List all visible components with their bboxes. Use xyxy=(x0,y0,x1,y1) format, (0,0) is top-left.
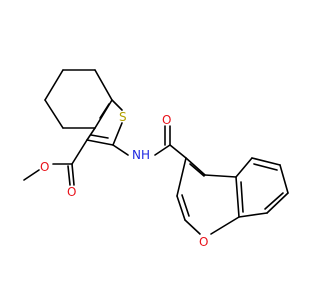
bond xyxy=(71,163,75,186)
atom-label-o-ester-carbonyl: O xyxy=(67,185,76,199)
atom-label-o-ring: O xyxy=(199,235,208,249)
molecule-structure-diagram: S O O NH O O xyxy=(23,69,289,249)
bond xyxy=(112,122,123,146)
bond xyxy=(71,139,88,165)
atom-labels: S O O NH O O xyxy=(40,110,208,249)
bond xyxy=(251,157,281,166)
bond xyxy=(235,157,253,178)
bond xyxy=(253,163,278,171)
bond xyxy=(90,134,109,139)
bond xyxy=(99,103,110,119)
bond xyxy=(169,144,187,159)
atom-label-nh: NH xyxy=(132,148,150,162)
bond xyxy=(266,192,289,214)
bond xyxy=(235,176,240,218)
bond xyxy=(210,216,240,235)
bond xyxy=(240,181,244,213)
bonds xyxy=(23,69,289,235)
bond xyxy=(279,164,289,194)
bond xyxy=(181,194,190,217)
bond xyxy=(176,157,187,197)
bond xyxy=(44,69,64,101)
bond xyxy=(185,157,206,176)
atom-label-s: S xyxy=(119,110,127,124)
bond xyxy=(94,69,113,101)
atom-label-o-amide: O xyxy=(162,113,171,127)
bond xyxy=(67,165,71,186)
bond xyxy=(86,139,114,146)
bond xyxy=(204,174,237,178)
bond xyxy=(189,163,205,177)
bond xyxy=(154,144,171,156)
bond xyxy=(44,99,64,129)
bond xyxy=(264,192,284,210)
bond xyxy=(112,144,129,156)
atom-label-o-methoxy: O xyxy=(40,160,49,174)
bond xyxy=(111,99,123,111)
bond xyxy=(238,212,268,218)
bond xyxy=(176,195,186,221)
bond xyxy=(23,169,40,181)
bond xyxy=(184,219,201,235)
bond xyxy=(86,127,96,141)
